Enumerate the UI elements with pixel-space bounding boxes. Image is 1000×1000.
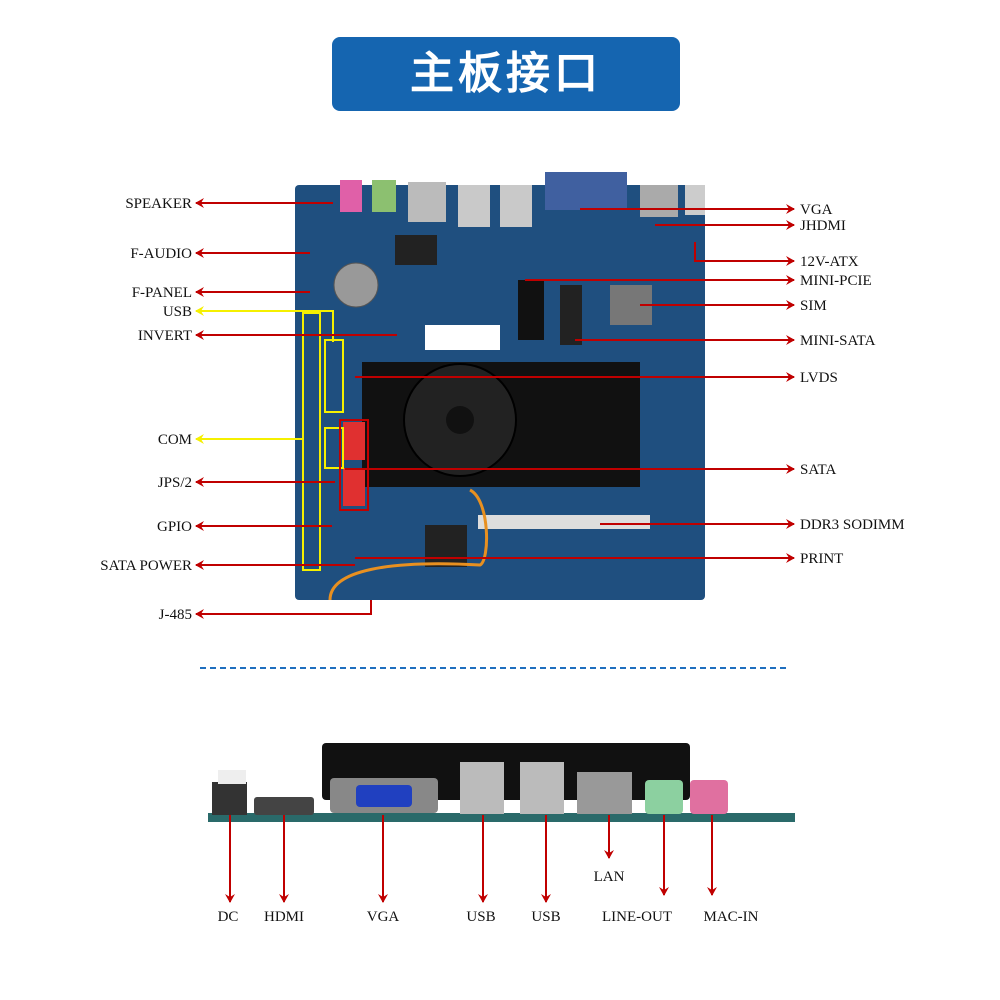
mic-in-jack: [690, 780, 728, 814]
label-j-485: J-485: [159, 607, 192, 623]
label-com: COM: [158, 432, 192, 448]
label-rear-vga: VGA: [367, 909, 400, 925]
label-mini-pcie: MINI-PCIE: [800, 273, 872, 289]
label-rear-hdmi: HDMI: [264, 909, 304, 925]
arrow-left-3: [195, 306, 334, 342]
label-sata: SATA: [800, 462, 836, 478]
page-title: 主板接口: [332, 37, 680, 111]
sodimm-slot: [478, 515, 650, 529]
label-vga: VGA: [800, 202, 833, 218]
sata-port: [343, 468, 365, 506]
mini-pcie-slot: [518, 280, 544, 340]
audio-jack: [372, 180, 396, 212]
speaker-jack: [340, 180, 362, 212]
com-headers-highlight: [302, 312, 321, 571]
mini-sata-slot: [560, 285, 582, 345]
label-rear-mac-in: MAC-IN: [704, 909, 759, 925]
label-lvds: LVDS: [800, 370, 838, 386]
label-rear-lan: LAN: [594, 869, 625, 885]
label-jhdmi: JHDMI: [800, 218, 846, 234]
fan-cable: [328, 488, 489, 601]
lan-port: [577, 772, 632, 814]
annotations: SPEAKER F-AUDIO F-PANEL USB INVERT COM JPS/2GP…: [100, 196, 904, 925]
label-f-audio: F-AUDIO: [130, 246, 192, 262]
label-rear-dc: DC: [218, 909, 239, 925]
label-invert: INVERT: [138, 328, 192, 344]
cmos-battery: [333, 262, 379, 308]
label-usb: USB: [163, 304, 192, 320]
line-out-jack: [645, 780, 683, 814]
dc-jack: [212, 782, 247, 815]
usb-port: [520, 762, 564, 814]
label-rear-line-out: LINE-OUT: [602, 909, 672, 925]
label-rear-usb: USB: [466, 909, 495, 925]
label-12v-atx: 12V-ATX: [800, 254, 859, 270]
label-speaker: SPEAKER: [125, 196, 192, 212]
label-gpio: GPIO: [157, 519, 192, 535]
label-rear-usb: USB: [531, 909, 560, 925]
label-sim: SIM: [800, 298, 827, 314]
usb-port: [458, 185, 490, 227]
hdmi-port: [254, 797, 314, 815]
sata-port: [343, 422, 365, 460]
label-print: PRINT: [800, 551, 843, 567]
lan-port: [408, 182, 446, 222]
label-sata-power: SATA POWER: [100, 558, 192, 574]
label-jps-2: JPS/2: [158, 475, 192, 491]
board-rear-view: [208, 743, 795, 822]
label-ddr3-sodimm: DDR3 SODIMM: [800, 517, 905, 533]
dc-jack: [640, 185, 678, 217]
label-f-panel: F-PANEL: [132, 285, 192, 301]
arrow-left-9: [195, 600, 372, 619]
board-top-view: [295, 172, 705, 601]
mac-sticker: [425, 325, 500, 350]
usb-port: [460, 762, 504, 814]
label-mini-sata: MINI-SATA: [800, 333, 876, 349]
vga-port: [545, 172, 627, 210]
usb-port: [500, 185, 532, 227]
arrow-right-2: [694, 242, 795, 266]
